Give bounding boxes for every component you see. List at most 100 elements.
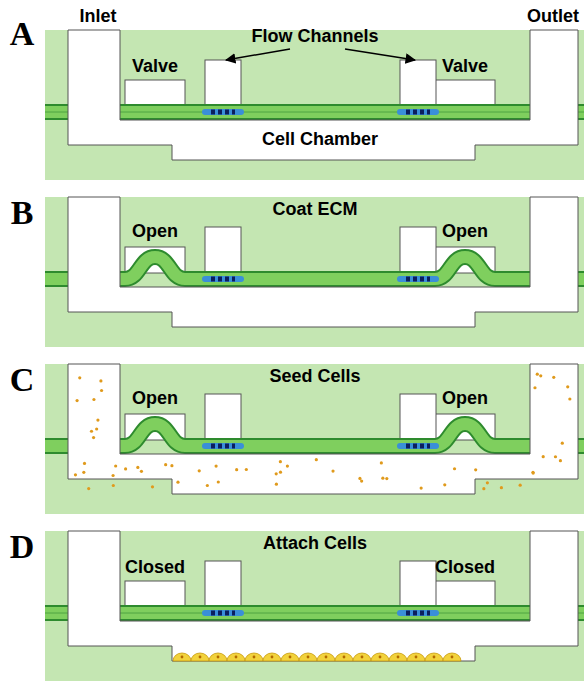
part-label: Cell Chamber [262,129,378,149]
inlet-chamber-outlet [68,197,578,327]
cell-nucleus [181,656,184,659]
cell-dot [87,487,90,490]
membrane-layer [45,607,584,619]
device-panel [45,364,584,514]
porous-membrane [400,109,436,115]
leader-arrow [345,49,415,60]
cell-dot [381,477,384,480]
cell-dot [532,471,535,474]
cell-dot [559,459,562,462]
cell-dot [198,469,201,472]
membrane-midline [45,112,584,113]
cell-dot [78,376,81,379]
attached-cell [173,653,191,661]
cell-dot [96,418,99,421]
attached-cell [191,653,209,661]
part-label: Seed Cells [269,366,360,386]
membrane-layer-outline [45,104,584,120]
cell-nucleus [199,656,202,659]
device-body [45,30,584,180]
cell-dot [443,483,446,486]
valve-chamber [435,581,495,607]
cell-dot [566,385,569,388]
cell-dot [275,483,278,486]
porous-pores [211,110,235,115]
cell-nucleus [253,656,256,659]
inlet-chamber-outlet [68,30,578,160]
cell-dot [380,461,383,464]
device-body [45,197,584,347]
device-body [45,531,584,681]
panel-letter: D [10,529,35,565]
panel-letter: C [10,362,35,398]
membrane-layer-outline [45,257,584,279]
device-panel [45,531,584,681]
cell-dot [519,484,522,487]
cell-dot [95,427,98,430]
porous-pores [406,444,430,449]
attached-cell [245,653,263,661]
cell-dot [114,464,117,467]
attached-cell [443,653,461,661]
cell-dot [99,379,102,382]
device-panel [45,197,584,347]
cell-dot [568,397,571,400]
cell-dot [279,471,282,474]
attached-cell [227,653,245,661]
cell-dot [331,469,334,472]
cell-dot [136,466,139,469]
part-label: Open [442,388,488,408]
porous-membrane [205,610,241,616]
membrane-layer-outline [45,605,584,621]
porous-membrane [205,276,241,282]
inlet-chamber-outlet [68,364,578,494]
cell-nucleus [325,656,328,659]
attached-cell [335,653,353,661]
cell-nucleus [379,656,382,659]
membrane-layer-outline [45,424,584,446]
part-label: Coat ECM [273,199,358,219]
attached-cell [317,653,335,661]
cell-dot [75,399,78,402]
cell-dot [82,471,85,474]
cell-dot [552,376,555,379]
attached-cell [389,653,407,661]
membrane-layer [45,257,584,279]
cell-dot [531,471,534,474]
cell-dot [124,467,127,470]
cell-dot [453,467,456,470]
cell-dot [286,464,289,467]
porous-membrane [400,610,436,616]
porous-pores [211,277,235,282]
part-label: Attach Cells [263,533,367,553]
cell-dot [358,477,361,480]
valve-chamber [125,581,185,607]
cell-dot [170,464,173,467]
cell-dot [164,463,167,466]
cell-dot [315,458,318,461]
panel-letter: A [10,16,35,52]
porous-pores [406,277,430,282]
cell-dot [151,485,154,488]
attached-cell [299,653,317,661]
cell-nucleus [361,656,364,659]
part-label: Inlet [79,6,116,26]
attached-cell [407,653,425,661]
cell-dot [385,477,388,480]
cell-dot [90,430,93,433]
cell-dot [140,470,143,473]
membrane-layer [45,106,584,118]
attached-cell [353,653,371,661]
cell-nucleus [235,656,238,659]
cell-dot [486,481,489,484]
cell-nucleus [397,656,400,659]
porous-membrane [400,443,436,449]
cell-dot [279,460,282,463]
part-label: Closed [125,557,185,577]
cell-dot [235,468,238,471]
cell-dot [474,468,477,471]
porous-pores [211,611,235,616]
cell-dot [92,436,95,439]
